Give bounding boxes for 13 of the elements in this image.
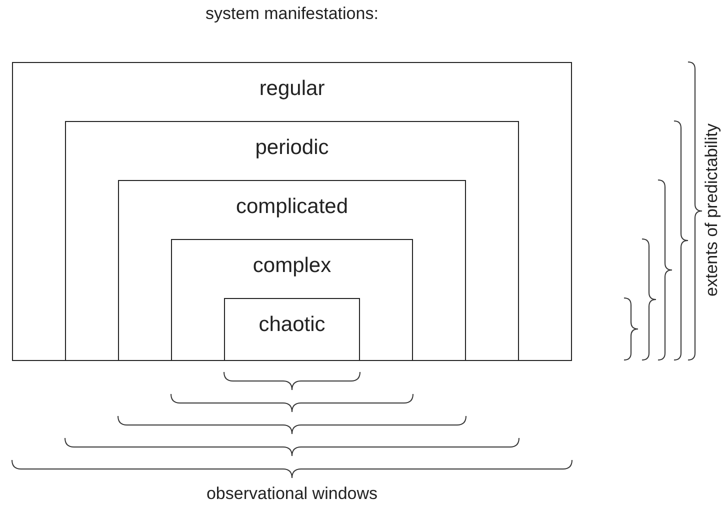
nested-box — [171, 239, 413, 361]
axis-caption: extents of predictability — [702, 124, 722, 296]
box-label: complex — [252, 254, 332, 278]
nested-box — [118, 180, 466, 361]
box-label: regular — [258, 77, 326, 101]
nested-box — [12, 62, 572, 361]
nested-box — [65, 121, 519, 361]
box-label: complicated — [234, 195, 350, 219]
axis-caption: observational windows — [205, 484, 379, 504]
title: system manifestations: — [204, 4, 380, 24]
box-label: periodic — [254, 136, 330, 160]
box-label: chaotic — [258, 313, 326, 337]
nested-box — [224, 298, 360, 361]
